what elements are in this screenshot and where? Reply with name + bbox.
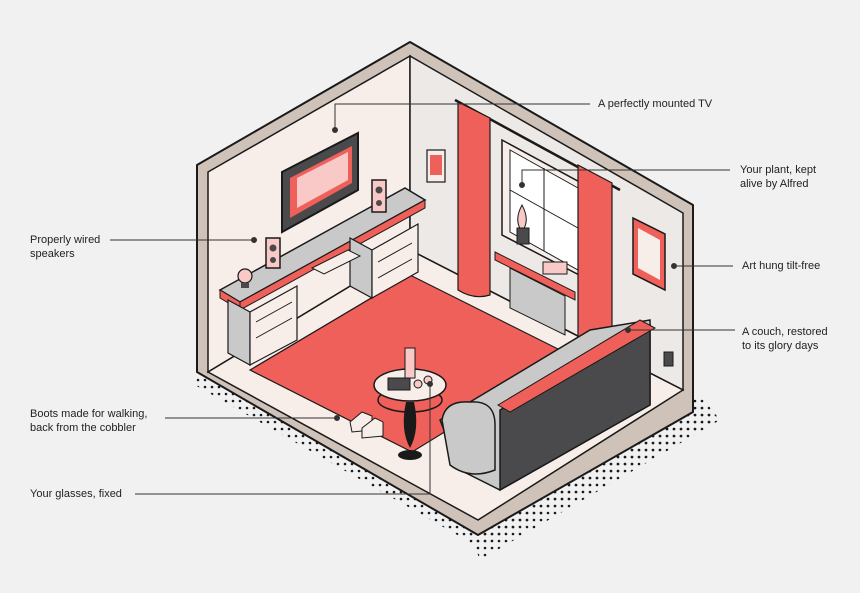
desk <box>218 187 427 367</box>
side-table-icon <box>373 347 447 460</box>
speaker-icon <box>265 237 281 269</box>
callout-plant: Your plant, kept alive by Alfred <box>740 164 817 190</box>
outlet <box>663 351 674 367</box>
callout-tv: A perfectly mounted TV <box>598 98 713 110</box>
curtains <box>454 98 621 356</box>
couch-icon <box>439 319 657 492</box>
plant-icon <box>494 203 576 336</box>
callout-art: Art hung tilt-free <box>742 260 821 272</box>
callout-lines <box>110 103 735 495</box>
thermostat-icon <box>426 149 446 183</box>
callout-couch: A couch, restored to its glory days <box>742 326 828 352</box>
boots-icon <box>349 411 384 439</box>
lamp-icon <box>237 268 253 288</box>
art-frame <box>632 216 666 292</box>
callout-speakers: Properly wired speakers <box>30 234 101 260</box>
speaker-icon <box>371 179 387 213</box>
callout-boots: Boots made for walking, back from the co… <box>30 408 148 434</box>
tv-icon <box>281 131 359 234</box>
callout-glasses: Your glasses, fixed <box>30 488 122 500</box>
floor-shadow-right <box>470 395 720 560</box>
